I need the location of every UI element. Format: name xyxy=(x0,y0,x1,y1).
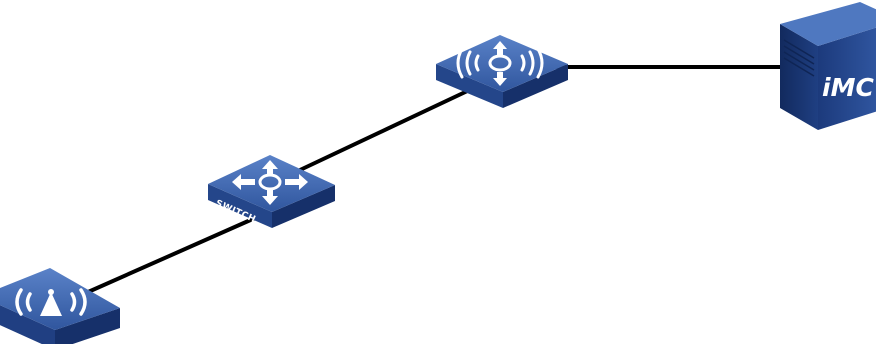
access-point-device xyxy=(0,268,120,344)
switch-device: SWITCH xyxy=(208,155,335,228)
wireless-ap-icon xyxy=(15,288,87,316)
wireless-controller-device xyxy=(436,35,568,108)
wireless-switch-icon xyxy=(456,41,544,86)
server-vent-lines xyxy=(783,39,815,77)
imc-server-device: iMC xyxy=(780,2,876,130)
links xyxy=(68,65,802,302)
imc-label: iMC xyxy=(822,73,874,102)
link-ap-switch xyxy=(68,216,257,302)
link-switch-wireless-controller xyxy=(298,84,480,172)
switch-arrows-icon xyxy=(232,160,308,205)
